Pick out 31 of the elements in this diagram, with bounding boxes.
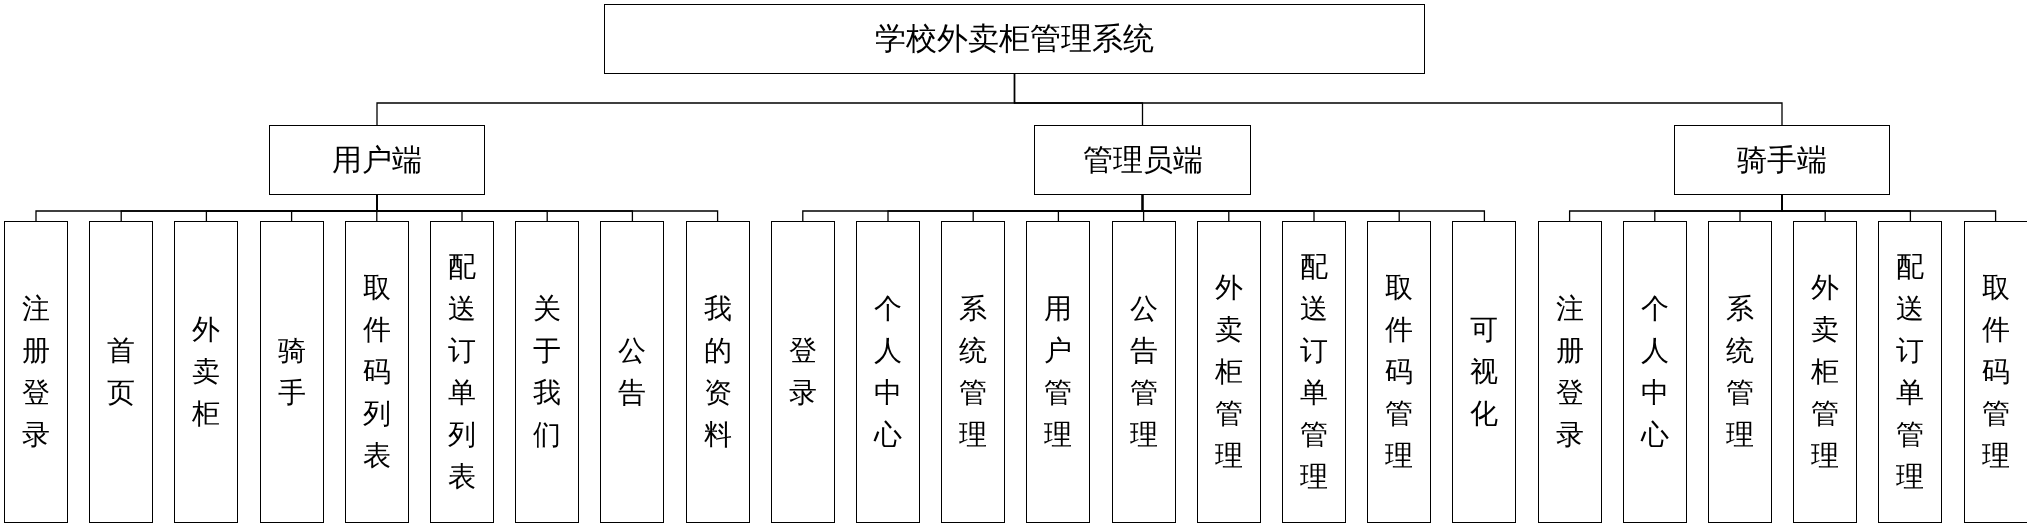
connector-line (1013, 73, 1783, 126)
function-box: 配送订单列表 (430, 221, 494, 523)
system-box: 学校外卖柜管理系统 (604, 4, 1425, 74)
function-box: 用户管理 (1026, 221, 1091, 523)
function-box: 配送订单管理 (1878, 221, 1943, 523)
function-box: 配送订单管理 (1282, 221, 1346, 523)
function-box: 取件码管理 (1367, 221, 1432, 523)
module-box: 管理员端 (1034, 125, 1251, 195)
function-box: 公告 (600, 221, 665, 523)
function-box: 我的资料 (685, 221, 750, 523)
function-box: 注册登录 (4, 221, 68, 523)
module-box: 骑手端 (1674, 125, 1890, 195)
module-box: 用户端 (269, 125, 485, 195)
function-box: 首页 (89, 221, 154, 523)
function-box: 取件码列表 (344, 221, 409, 523)
function-box: 个人中心 (856, 221, 920, 523)
function-box: 可视化 (1452, 221, 1517, 523)
function-box: 外卖柜管理 (1196, 221, 1261, 523)
function-box: 系统管理 (1708, 221, 1772, 523)
function-box: 公告管理 (1111, 221, 1176, 523)
function-box: 系统管理 (941, 221, 1006, 523)
function-box: 个人中心 (1622, 221, 1687, 523)
function-box: 外卖柜管理 (1793, 221, 1858, 523)
function-box: 关于我们 (515, 221, 580, 523)
connector-line (1141, 194, 1486, 222)
connector-line (1781, 194, 1997, 222)
function-box: 取件码管理 (1963, 221, 2027, 523)
function-box: 登录 (770, 221, 835, 523)
function-box: 骑手 (259, 221, 324, 523)
function-box: 注册登录 (1537, 221, 1602, 523)
function-box: 外卖柜 (174, 221, 239, 523)
